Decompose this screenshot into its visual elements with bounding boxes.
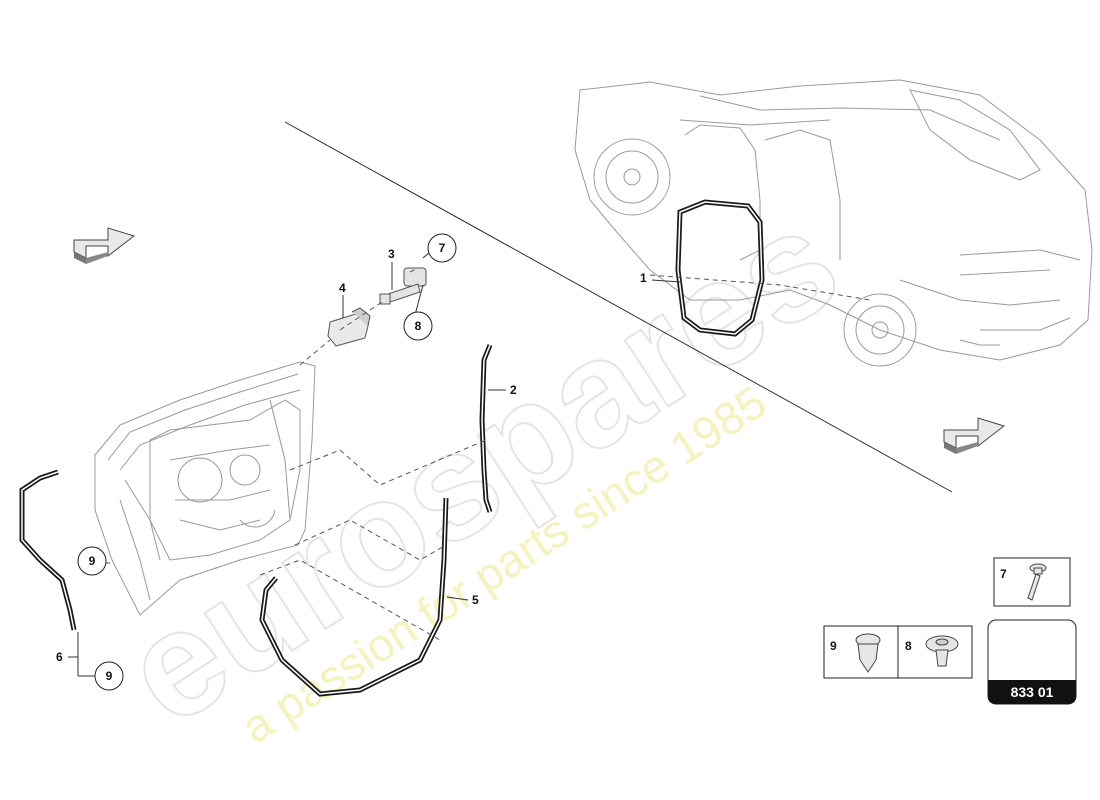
push-nut-icon [925,635,959,667]
callout-3: 3 [388,247,395,261]
callout-9a: 9 [89,554,96,568]
callout-2: 2 [510,383,517,397]
separator-line [284,121,953,493]
callout-9b: 9 [106,669,113,683]
callout-circle-9b: 9 [94,661,124,691]
callout-circle-7: 7 [427,233,457,263]
callout-7: 7 [439,241,446,255]
diagram-code: 833 01 [1011,684,1054,700]
legend-label-7: 7 [1000,567,1007,581]
vehicle-outline [574,79,1093,367]
leader-lines [68,251,681,677]
watermark: eurospares a passion for parts since 198… [95,174,867,757]
callout-4: 4 [339,281,346,295]
legend-label-9: 9 [830,639,837,653]
seal-5 [259,497,449,697]
door-frame [94,361,316,616]
callout-circle-9a: 9 [77,546,107,576]
screw-icon [1027,563,1047,601]
callout-1: 1 [640,271,647,285]
legend-box-9-8: 9 8 [823,625,973,679]
seal-6 [19,469,77,631]
legend-label-8: 8 [905,639,912,653]
legend-box-7: 7 [993,557,1071,607]
diagram-code-box: 833 01 [987,619,1077,705]
assembly-dashed-lines [82,267,871,641]
door-seal-1 [675,199,765,337]
callout-5: 5 [472,593,479,607]
callout-6: 6 [56,650,63,664]
callout-8: 8 [415,319,422,333]
seal-2 [479,344,493,513]
part-3-door-check [379,267,427,305]
direction-arrow-right-icon [943,417,1006,454]
clip-icon [855,633,881,673]
watermark-brand: eurospares [96,175,866,756]
callout-circle-8: 8 [403,311,433,341]
direction-arrow-left-icon [73,227,136,264]
